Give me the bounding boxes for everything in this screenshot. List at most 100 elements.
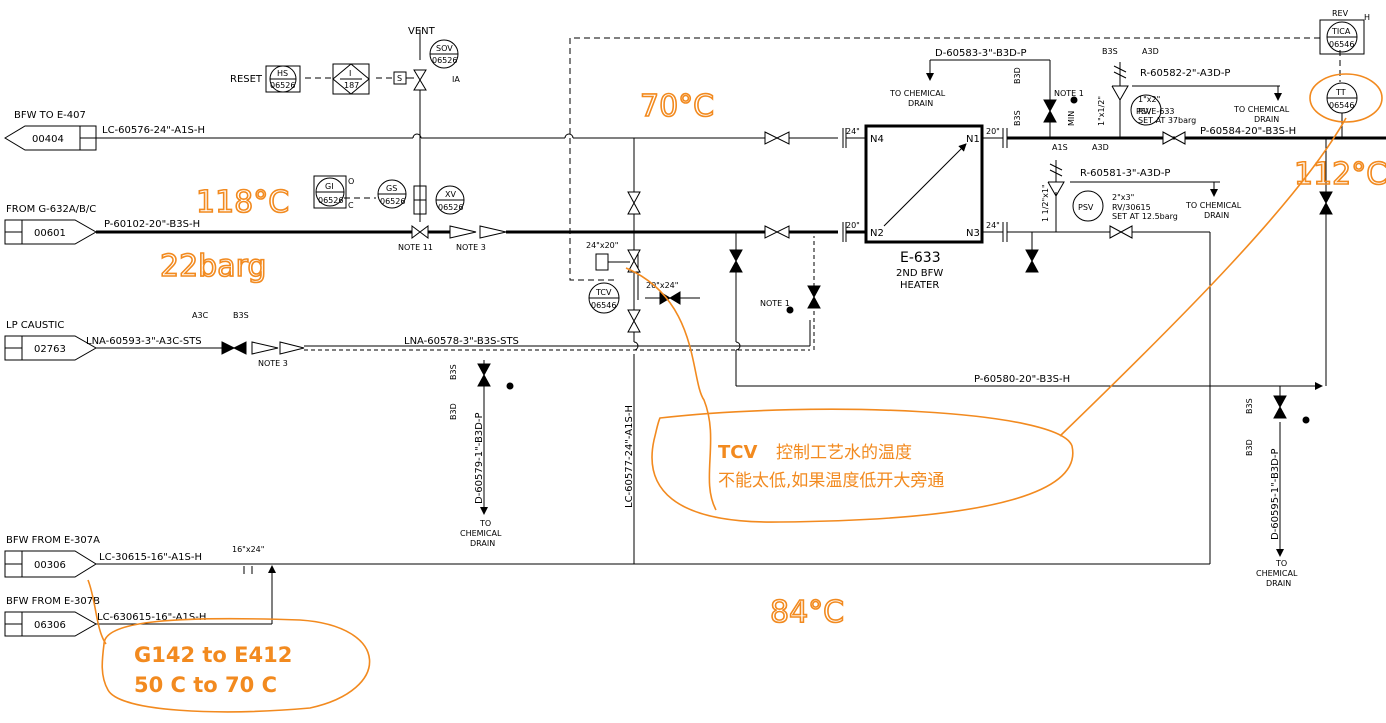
svg-text:02763: 02763 (34, 344, 66, 355)
tcv-note-outline (651, 408, 1074, 523)
tcv-note: TCV 控制工艺水的温度 不能太低,如果温度低开大旁通 (718, 442, 944, 491)
tcv-instrument[interactable]: TCV 06546 (588, 253, 630, 314)
svg-text:MIN: MIN (1067, 111, 1076, 126)
svg-text:LC-630615-16"-A1S-H: LC-630615-16"-A1S-H (97, 612, 206, 623)
offpage-bfw-from-e307a[interactable]: BFW FROM E-307A 00306 (4, 535, 100, 578)
svg-text:NOTE 3: NOTE 3 (456, 243, 486, 252)
gs-instrument[interactable]: GS 06526 (377, 179, 407, 209)
svg-text:TO CHEMICAL: TO CHEMICAL (889, 89, 946, 98)
svg-text:20": 20" (986, 127, 1000, 136)
svg-text:TICA: TICA (1331, 27, 1351, 36)
svg-text:DRAIN: DRAIN (908, 99, 933, 108)
svg-text:24": 24" (846, 127, 860, 136)
svg-text:DRAIN: DRAIN (470, 539, 495, 548)
svg-text:RV/30615: RV/30615 (1112, 203, 1151, 212)
svg-text:VENT: VENT (408, 26, 436, 37)
svg-text:P-60102-20"-B3S-H: P-60102-20"-B3S-H (104, 219, 200, 230)
svg-text:GI: GI (325, 182, 334, 191)
svg-text:A3D: A3D (1142, 47, 1159, 56)
svg-text:BFW FROM E-307A: BFW FROM E-307A (6, 535, 100, 546)
handwritten-70c: 70°C (640, 89, 714, 124)
svg-text:06526: 06526 (438, 203, 463, 212)
heater-e633[interactable]: N4 N1 N2 N3 E-633 2ND BFW HEATER (864, 124, 984, 291)
svg-text:N2: N2 (870, 228, 884, 239)
svg-text:SOV: SOV (436, 44, 453, 53)
sov-instrument[interactable]: SOV 06526 (429, 39, 459, 69)
svg-text:LNA-60578-3"-B3S-STS: LNA-60578-3"-B3S-STS (404, 336, 519, 347)
svg-text:控制工艺水的温度: 控制工艺水的温度 (776, 443, 912, 463)
offpage-from-g632[interactable]: FROM G-632A/B/C 00601 (4, 204, 98, 245)
handwritten-118c: 118°C (196, 185, 289, 220)
svg-text:16"x24": 16"x24" (232, 545, 264, 554)
svg-text:R-60582-2"-A3D-P: R-60582-2"-A3D-P (1140, 68, 1230, 79)
tica-instrument[interactable]: REV TICA 06546 H (1319, 9, 1370, 55)
psv1-instrument[interactable]: PSV (1111, 62, 1162, 126)
svg-text:2"x3": 2"x3" (1112, 193, 1134, 202)
signal-lines (305, 37, 1341, 281)
svg-text:LNA-60593-3"-A3C-STS: LNA-60593-3"-A3C-STS (86, 336, 202, 347)
hs-instrument[interactable]: HS 06526 (265, 65, 301, 93)
i187-instrument[interactable]: I 187 (332, 63, 370, 95)
svg-text:S: S (397, 74, 402, 83)
tcv-leader-line (625, 267, 717, 511)
svg-text:DRAIN: DRAIN (1204, 211, 1229, 220)
svg-text:LC-60577-24"-A1S-H: LC-60577-24"-A1S-H (624, 405, 635, 508)
svg-text:00601: 00601 (34, 228, 66, 239)
svg-text:1"x2": 1"x2" (1138, 95, 1160, 104)
svg-text:NOTE 11: NOTE 11 (398, 243, 433, 252)
svg-text:06526: 06526 (270, 81, 295, 90)
svg-text:LC-60576-24"-A1S-H: LC-60576-24"-A1S-H (102, 125, 205, 136)
svg-text:DRAIN: DRAIN (1254, 115, 1279, 124)
svg-text:XV: XV (445, 190, 456, 199)
svg-text:R-60581-3"-A3D-P: R-60581-3"-A3D-P (1080, 168, 1170, 179)
xv-instrument[interactable]: XV 06526 (413, 185, 465, 215)
svg-text:00306: 00306 (34, 560, 66, 571)
svg-text:SET AT 12.5barg: SET AT 12.5barg (1112, 212, 1178, 221)
svg-text:DRAIN: DRAIN (1266, 579, 1291, 588)
svg-text:H: H (1364, 13, 1370, 22)
handwritten-22barg: 22barg (160, 249, 266, 284)
valves[interactable] (221, 69, 1333, 424)
svg-text:06546: 06546 (591, 301, 616, 310)
offpage-bfw-from-e307b[interactable]: BFW FROM E-307B 06306 (4, 596, 100, 637)
svg-text:B3S: B3S (1245, 398, 1254, 414)
line-labels: LC-60576-24"-A1S-H P-60102-20"-B3S-H LNA… (86, 48, 1296, 623)
svg-text:FROM G-632A/B/C: FROM G-632A/B/C (6, 204, 96, 215)
g142-note: G142 to E412 50 C to 70 C (134, 643, 292, 697)
svg-text:D-60583-3"-B3D-P: D-60583-3"-B3D-P (935, 48, 1027, 59)
g142-note-outline (101, 617, 371, 713)
svg-text:TCV: TCV (718, 442, 757, 463)
gi-instrument[interactable]: GI 06526 O C (313, 175, 354, 210)
svg-text:B3S: B3S (1013, 110, 1022, 126)
svg-text:D-60595-1"-B3D-P: D-60595-1"-B3D-P (1270, 448, 1281, 540)
svg-text:LP CAUSTIC: LP CAUSTIC (6, 320, 64, 331)
svg-text:06526: 06526 (318, 196, 343, 205)
svg-text:00404: 00404 (32, 134, 64, 145)
svg-text:O: O (348, 177, 354, 186)
svg-text:HS: HS (277, 69, 288, 78)
tt-instrument[interactable]: TT 06546 (1326, 82, 1358, 138)
svg-text:RV/E-633: RV/E-633 (1138, 107, 1175, 116)
svg-text:不能太低,如果温度低开大旁通: 不能太低,如果温度低开大旁通 (718, 471, 944, 491)
svg-text:NOTE 1: NOTE 1 (1054, 89, 1084, 98)
svg-text:E-633: E-633 (900, 250, 941, 266)
offpage-bfw-to-e407[interactable]: BFW TO E-407 00404 (4, 110, 97, 151)
svg-text:TO CHEMICAL: TO CHEMICAL (1185, 201, 1242, 210)
svg-text:BFW TO E-407: BFW TO E-407 (14, 110, 86, 121)
svg-text:PSV: PSV (1136, 107, 1152, 116)
svg-text:A3D: A3D (1092, 143, 1109, 152)
svg-text:B3S: B3S (233, 311, 249, 320)
offpage-lp-caustic[interactable]: LP CAUSTIC 02763 (4, 320, 98, 361)
svg-text:24"x20": 24"x20" (586, 241, 618, 250)
psv2-instrument[interactable]: PSV (1047, 160, 1104, 222)
svg-text:TO: TO (1275, 559, 1287, 568)
solenoid-box[interactable]: S (393, 71, 414, 85)
svg-text:C: C (348, 201, 354, 210)
svg-text:REV: REV (1332, 9, 1349, 18)
svg-text:20": 20" (846, 221, 860, 230)
svg-text:TT: TT (1335, 88, 1346, 97)
svg-text:B3S: B3S (1102, 47, 1118, 56)
svg-text:GS: GS (386, 184, 397, 193)
